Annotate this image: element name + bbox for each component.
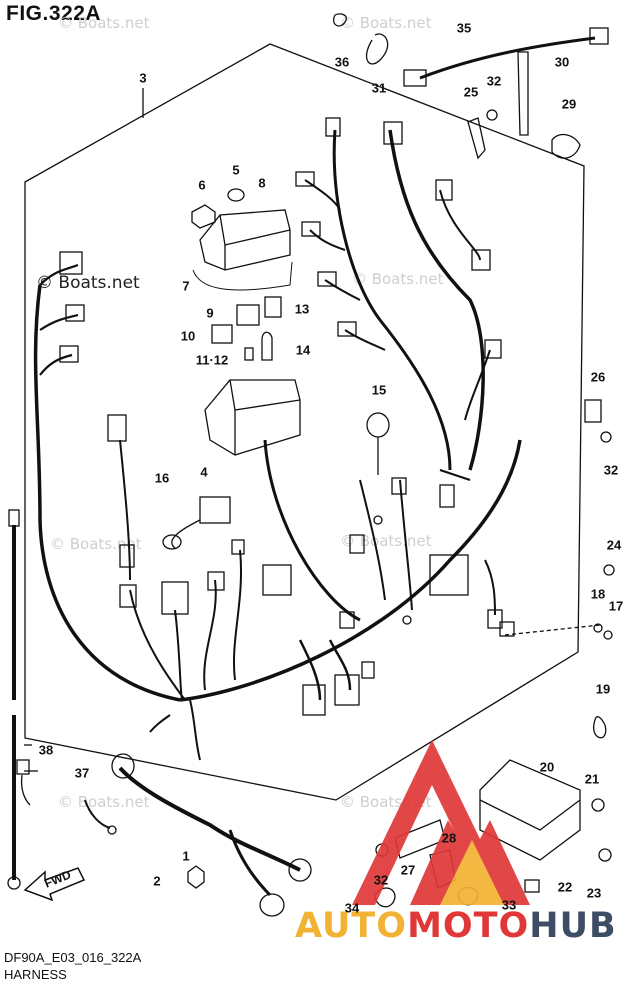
callout-9[interactable]: 9: [206, 305, 214, 321]
callout-17[interactable]: 17: [608, 598, 624, 614]
callout-22[interactable]: 22: [557, 879, 573, 895]
figure-code: DF90A_E03_016_322A: [4, 950, 142, 965]
harness-1: [118, 766, 301, 872]
main-connector: [161, 581, 189, 615]
logo-text: AUTOMOTOHUB: [295, 906, 617, 946]
automotohub-logo: [352, 740, 530, 905]
callout-23[interactable]: 23: [586, 885, 602, 901]
callout-33[interactable]: 33: [501, 897, 517, 913]
relay-4: [199, 496, 231, 524]
callout-5[interactable]: 5: [232, 162, 240, 178]
callout-36[interactable]: 36: [334, 54, 350, 70]
callout-29[interactable]: 29: [561, 96, 577, 112]
callout-30[interactable]: 30: [554, 54, 570, 70]
callout-13[interactable]: 13: [294, 301, 310, 317]
callout-6[interactable]: 6: [198, 177, 206, 193]
relay: [236, 304, 260, 326]
callout-37[interactable]: 37: [74, 765, 90, 781]
callout-18[interactable]: 18: [590, 586, 606, 602]
callout-10[interactable]: 10: [180, 328, 196, 344]
callout-28[interactable]: 28: [441, 830, 457, 846]
callout-32-a[interactable]: 32: [486, 73, 502, 89]
callout-25[interactable]: 25: [463, 84, 479, 100]
callout-31[interactable]: 31: [371, 80, 387, 96]
watermark: © Boats.net: [58, 793, 150, 811]
wire-35: [419, 36, 596, 80]
harness-trunk-left: [33, 284, 181, 702]
figure-caption: HARNESS: [4, 967, 67, 982]
callout-20[interactable]: 20: [539, 759, 555, 775]
fwd-arrow: [23, 867, 86, 902]
callout-32-b[interactable]: 32: [603, 462, 619, 478]
callout-21[interactable]: 21: [584, 771, 600, 787]
callout-26[interactable]: 26: [590, 369, 606, 385]
callout-11-12[interactable]: 11·12: [195, 352, 229, 368]
callout-7[interactable]: 7: [182, 278, 190, 294]
bracket-20: [479, 759, 581, 861]
watermark: © Boats.net: [352, 270, 444, 288]
callout-16[interactable]: 16: [154, 470, 170, 486]
callout-38[interactable]: 38: [38, 742, 54, 758]
grommet: [227, 188, 245, 202]
cable-tie: [517, 51, 529, 136]
figure-title: FIG.322A: [6, 2, 102, 25]
logo-part-moto: MOTO: [407, 906, 530, 946]
harness-cap: [366, 412, 390, 438]
fuse-box-cover: [199, 209, 291, 271]
callout-8[interactable]: 8: [258, 175, 266, 191]
callout-1[interactable]: 1: [182, 848, 190, 864]
fuse-box: [204, 379, 301, 456]
callout-4[interactable]: 4: [200, 464, 208, 480]
harness-branch-right: [388, 129, 485, 471]
callout-34[interactable]: 34: [344, 900, 360, 916]
callout-27[interactable]: 27: [400, 862, 416, 878]
harness-trunk-main: [179, 439, 522, 702]
watermark-dark: © Boats.net: [36, 273, 140, 293]
callout-35[interactable]: 35: [456, 20, 472, 36]
watermark: © Boats.net: [58, 14, 150, 32]
callout-19[interactable]: 19: [595, 681, 611, 697]
callout-14[interactable]: 14: [295, 342, 311, 358]
logo-part-auto: AUTO: [295, 906, 408, 946]
watermark: © Boats.net: [340, 14, 432, 32]
callout-24[interactable]: 24: [606, 537, 622, 553]
callout-32-c[interactable]: 32: [373, 872, 389, 888]
watermark: © Boats.net: [340, 532, 432, 550]
assembly-frame: [24, 43, 585, 801]
callout-15[interactable]: 15: [371, 382, 387, 398]
callout-2[interactable]: 2: [153, 873, 161, 889]
callout-3[interactable]: 3: [139, 70, 147, 86]
logo-part-hub: HUB: [529, 906, 617, 946]
watermark: © Boats.net: [50, 535, 142, 553]
